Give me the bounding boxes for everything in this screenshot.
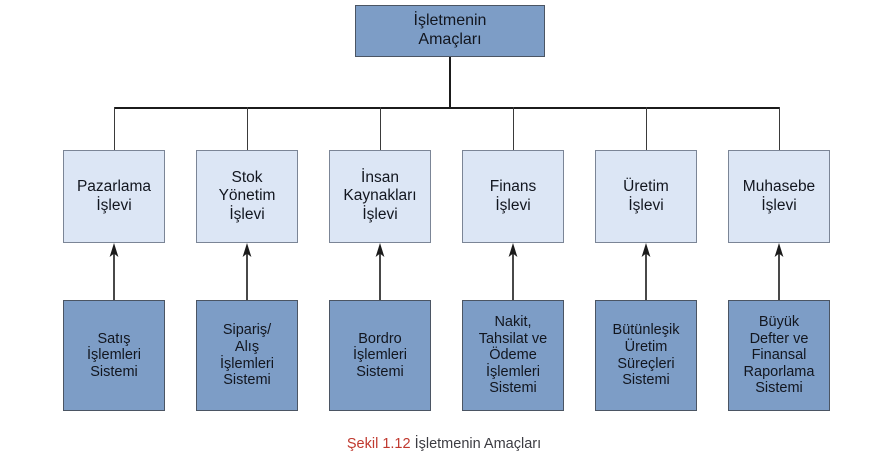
drop-connector-6	[778, 107, 780, 150]
arrow-connector-4	[505, 243, 521, 301]
function-node-pazarlama: Pazarlama İşlevi	[63, 150, 165, 243]
root-node-isletmenin-amaclari: İşletmenin Amaçları	[355, 5, 545, 57]
arrow-connector-1	[106, 243, 122, 301]
caption-title: İşletmenin Amaçları	[414, 436, 542, 452]
function-node-insan-kaynaklari: İnsan Kaynakları İşlevi	[329, 150, 431, 243]
figure-caption: Şekil 1.12 İşletmenin Amaçları	[0, 436, 888, 452]
drop-connector-5	[645, 107, 647, 150]
function-node-muhasebe: Muhasebe İşlevi	[728, 150, 830, 243]
function-node-finans: Finans İşlevi	[462, 150, 564, 243]
arrow-connector-2	[239, 243, 255, 301]
function-node-uretim: Üretim İşlevi	[595, 150, 697, 243]
system-node-bordro-islemleri: Bordro İşlemleri Sistemi	[329, 300, 431, 411]
arrow-connector-5	[638, 243, 654, 301]
caption-label: Şekil 1.12	[346, 436, 411, 452]
system-node-buyuk-defter-raporlama: Büyük Defter ve Finansal Raporlama Siste…	[728, 300, 830, 411]
system-node-butunlesik-uretim: Bütünleşik Üretim Süreçleri Sistemi	[595, 300, 697, 411]
drop-connector-2	[246, 107, 248, 150]
arrow-connector-3	[372, 243, 388, 301]
system-node-siparis-alis-islemleri: Sipariş/ Alış İşlemleri Sistemi	[196, 300, 298, 411]
system-node-satis-islemleri: Satış İşlemleri Sistemi	[63, 300, 165, 411]
drop-connector-3	[379, 107, 381, 150]
system-node-nakit-tahsilat-odeme: Nakit, Tahsilat ve Ödeme İşlemleri Siste…	[462, 300, 564, 411]
drop-connector-1	[113, 107, 115, 150]
function-node-stok-yonetim: Stok Yönetim İşlevi	[196, 150, 298, 243]
root-trunk-connector	[449, 57, 451, 108]
bus-connector	[114, 107, 780, 109]
arrow-connector-6	[771, 243, 787, 301]
drop-connector-4	[512, 107, 514, 150]
